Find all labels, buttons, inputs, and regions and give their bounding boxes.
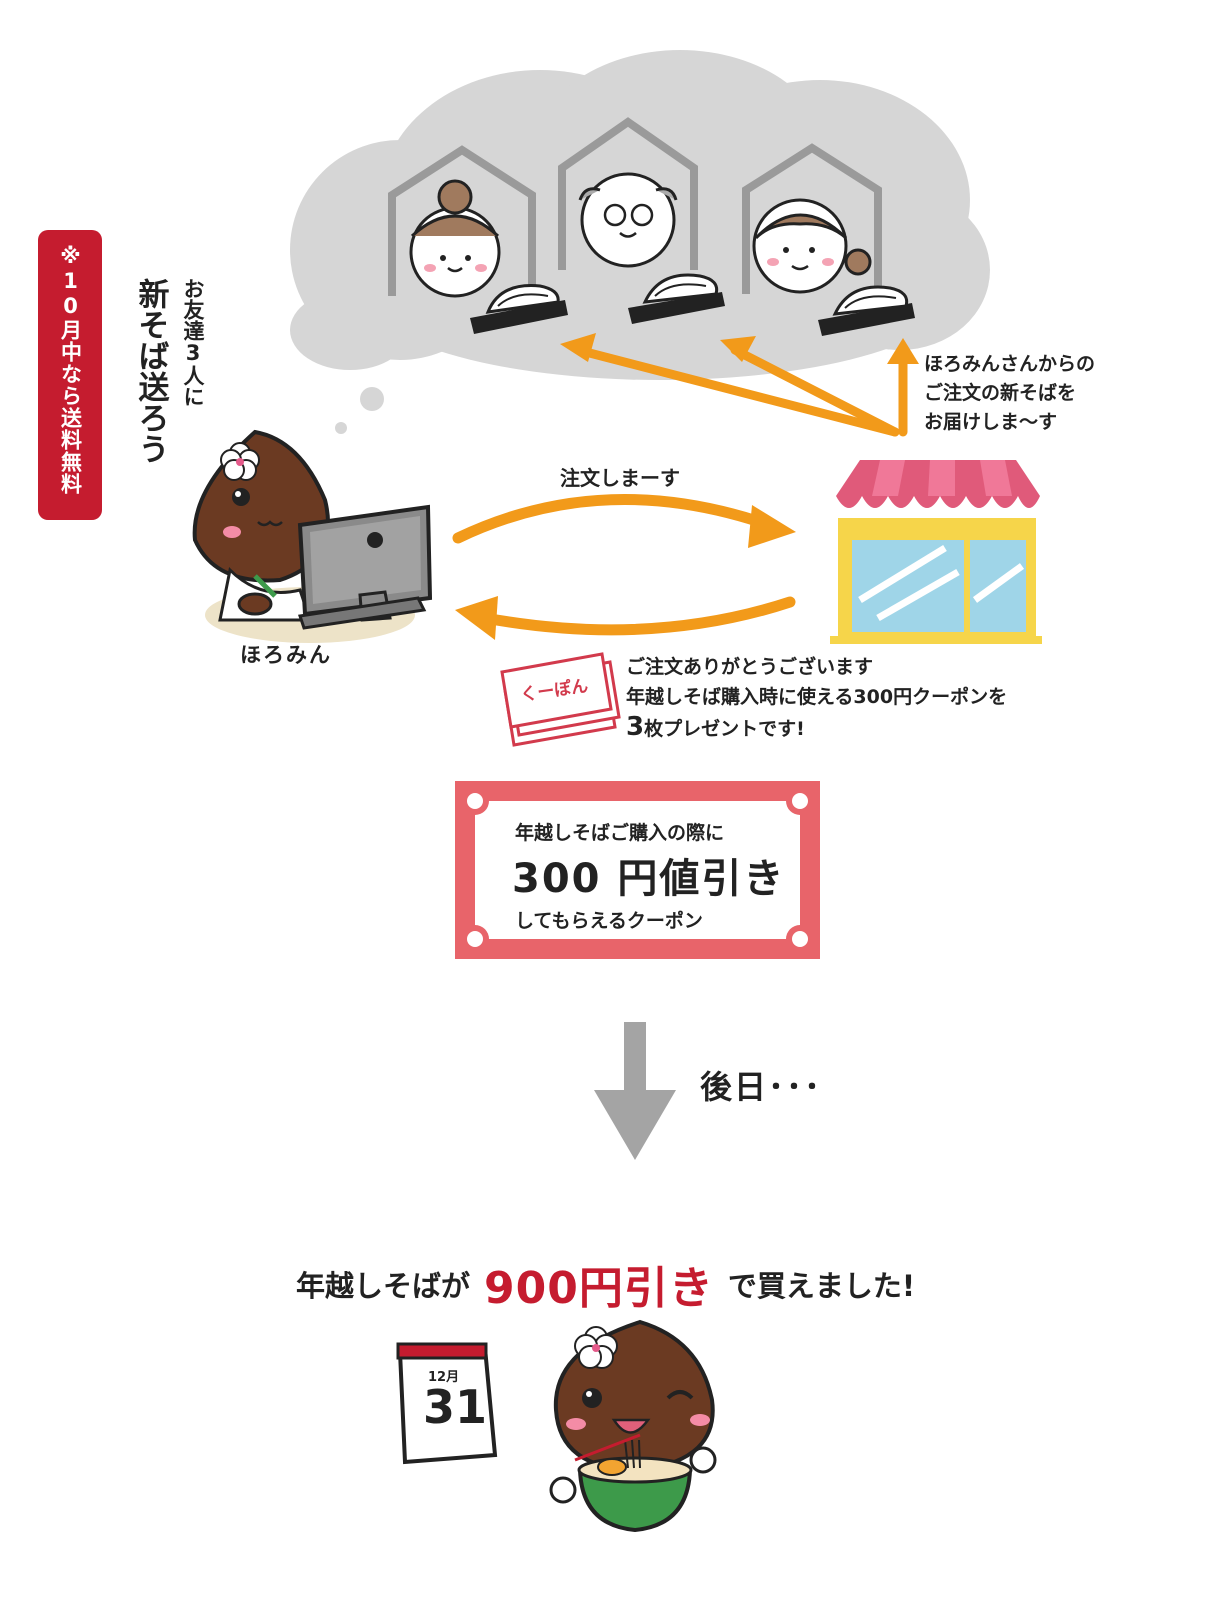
arrowhead-icon bbox=[720, 336, 756, 362]
thought-line-2: 新そば送ろう bbox=[132, 278, 169, 464]
computer-icon bbox=[297, 504, 433, 630]
house-icon bbox=[558, 117, 698, 270]
person-face-icon bbox=[580, 172, 676, 268]
soba-box-icon bbox=[818, 285, 915, 336]
arrowhead-icon bbox=[560, 333, 596, 362]
calendar-icon bbox=[396, 1342, 498, 1465]
shop-message: ほろみんさんからの ご注文の新そばを お届けしま〜す bbox=[924, 350, 1095, 437]
soba-box-icon bbox=[628, 273, 725, 324]
result-headline: 年越しそばが 900円引きで買えました! bbox=[296, 1252, 915, 1316]
shop-message-line: お届けしま〜す bbox=[924, 411, 1058, 433]
coupon-card-line-1: 年越しそばご購入の際に bbox=[515, 822, 725, 844]
reply-count: 3 bbox=[626, 712, 645, 742]
coupon-card-line-2: 300 円値引き bbox=[512, 856, 786, 902]
character-name: ほろみん bbox=[240, 643, 332, 667]
free-shipping-badge: ※10月中なら送料無料 bbox=[38, 230, 102, 520]
reply-line-3-rest: 枚プレゼントです! bbox=[644, 718, 805, 740]
flower-icon bbox=[220, 442, 260, 481]
shop-icon bbox=[830, 460, 1042, 644]
result-post: で買えました! bbox=[727, 1269, 916, 1303]
order-arrow bbox=[452, 493, 766, 544]
noodle-bowl-icon bbox=[549, 1433, 717, 1533]
soba-box-icon bbox=[470, 284, 568, 334]
flower-icon bbox=[574, 1326, 618, 1369]
coupon-card-line-3: してもらえるクーポン bbox=[515, 910, 703, 932]
free-shipping-text: ※10月中なら送料無料 bbox=[58, 244, 83, 495]
reply-line-2: 年越しそば購入時に使える300円クーポンを bbox=[626, 686, 1008, 708]
arrowhead-icon bbox=[455, 596, 498, 640]
shop-message-line: ご注文の新そばを bbox=[924, 382, 1077, 404]
calendar-month: 12月 bbox=[428, 1370, 460, 1385]
coupon-card-frame bbox=[455, 781, 820, 959]
house-icon bbox=[742, 143, 882, 294]
reply-message: ご注文ありがとうございます 年越しそば購入時に使える300円クーポンを 3枚プレ… bbox=[626, 652, 1007, 744]
thought-line-1: お友達3人に bbox=[181, 278, 206, 407]
reply-line-1: ご注文ありがとうございます bbox=[626, 656, 874, 678]
coupon-icon bbox=[500, 652, 621, 747]
mascot-eating bbox=[549, 1319, 717, 1533]
order-label: 注文しまーす bbox=[560, 466, 680, 490]
down-arrow-icon bbox=[594, 1022, 676, 1160]
reply-line-3: 3枚プレゼントです! bbox=[626, 712, 1007, 744]
reply-arrow bbox=[479, 596, 796, 636]
arrowhead-icon bbox=[748, 505, 796, 548]
shop-message-line: ほろみんさんからの bbox=[924, 353, 1096, 375]
result-highlight: 900円引き bbox=[484, 1263, 714, 1314]
calendar-day: 31 bbox=[423, 1380, 488, 1434]
thought-text: お友達3人に 新そば送ろう bbox=[130, 278, 230, 498]
house-icon bbox=[388, 145, 536, 296]
result-pre: 年越しそばが bbox=[296, 1269, 471, 1303]
arrowhead-icon bbox=[887, 338, 919, 364]
later-text: 後日･･･ bbox=[700, 1068, 823, 1106]
